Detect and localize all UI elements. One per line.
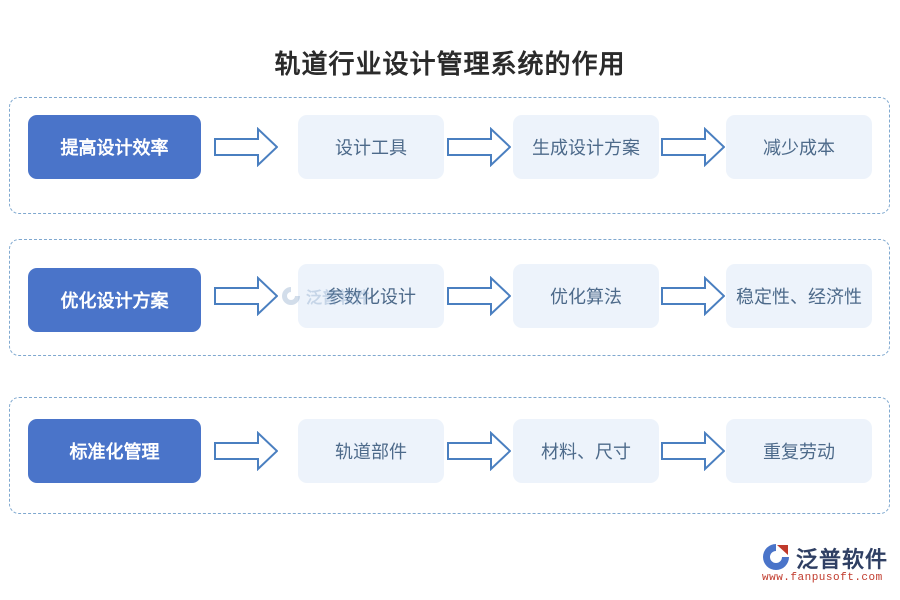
row-2-step-3: 稳定性、经济性 [726, 264, 872, 328]
arrow-icon [661, 276, 725, 316]
row-1-step-1: 设计工具 [298, 115, 444, 179]
row-3-step-2: 材料、尺寸 [513, 419, 659, 483]
row-2-step-2: 优化算法 [513, 264, 659, 328]
brand-name: 泛普软件 [796, 548, 889, 573]
arrow-icon [661, 127, 725, 167]
row-3-container: 标准化管理 轨道部件 材料、尺寸 重复劳动 [9, 397, 890, 514]
diagram-title: 轨道行业设计管理系统的作用 [274, 50, 626, 80]
arrow-icon [447, 127, 511, 167]
row-1-lead-box: 提高设计效率 [28, 115, 201, 179]
arrow-icon [214, 276, 278, 316]
row-3-lead-box: 标准化管理 [28, 419, 201, 483]
row-1-step-2: 生成设计方案 [513, 115, 659, 179]
row-2-lead-box: 优化设计方案 [28, 268, 201, 332]
row-1-step-3: 减少成本 [726, 115, 872, 179]
arrow-icon [214, 431, 278, 471]
row-1-container: 提高设计效率 设计工具 生成设计方案 减少成本 [9, 97, 890, 214]
row-2-step-1: 参数化设计 [298, 264, 444, 328]
row-2-container: 优化设计方案 参数化设计 优化算法 稳定性、经济性 [9, 239, 890, 356]
row-3-step-1: 轨道部件 [298, 419, 444, 483]
arrow-icon [661, 431, 725, 471]
brand-logo: 泛普软件 www.fanpusoft.com [760, 542, 890, 590]
arrow-icon [447, 276, 511, 316]
brand-url: www.fanpusoft.com [762, 572, 883, 584]
arrow-icon [447, 431, 511, 471]
row-3-step-3: 重复劳动 [726, 419, 872, 483]
fanpu-logo-icon [763, 544, 789, 570]
arrow-icon [214, 127, 278, 167]
